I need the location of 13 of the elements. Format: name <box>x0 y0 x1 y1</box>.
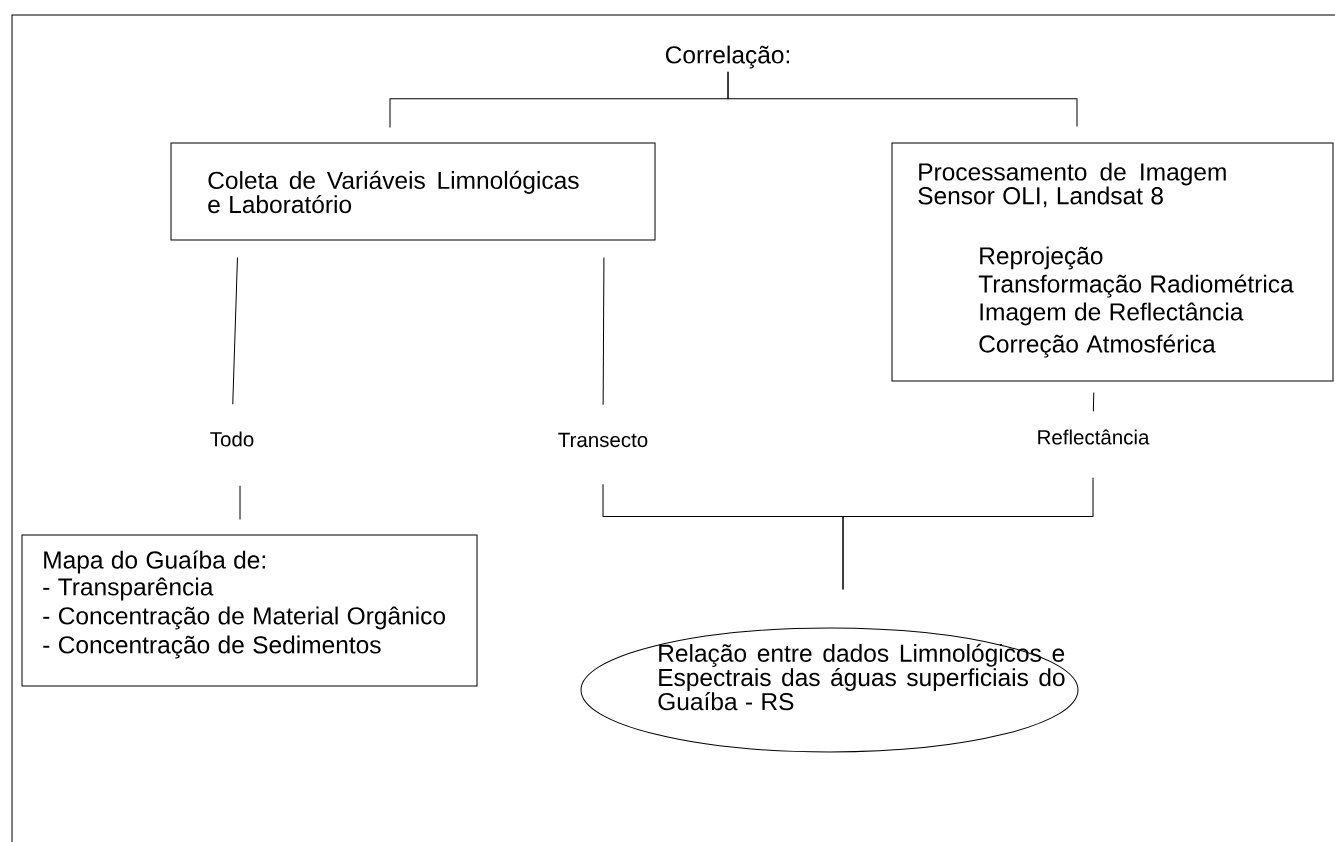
process-box: Mapa do Guaíba de: - Transparência - Concentração de Material Orgânico - Concentração de Sedimentos <box>21 534 478 687</box>
connector-line <box>602 257 605 406</box>
text-label: Correlação: <box>665 45 790 69</box>
connector-line <box>239 485 241 520</box>
process-box: Processamento de Imagem Sensor OLI, Landsat 8 Reprojeção Transformação Radiométrica Imagem de Reflectância Correção Atmosférica <box>891 142 1334 382</box>
process-box: Coleta de Variáveis Limnológicas e Laboratório <box>170 142 656 241</box>
connector-line <box>232 257 238 405</box>
connector-line <box>727 71 1078 127</box>
text-label: Reflectância <box>1038 429 1150 445</box>
text-label: Todo <box>210 431 254 447</box>
connector-line <box>842 477 1094 590</box>
text-label: Transecto <box>558 432 648 448</box>
connector-line <box>1092 392 1095 412</box>
